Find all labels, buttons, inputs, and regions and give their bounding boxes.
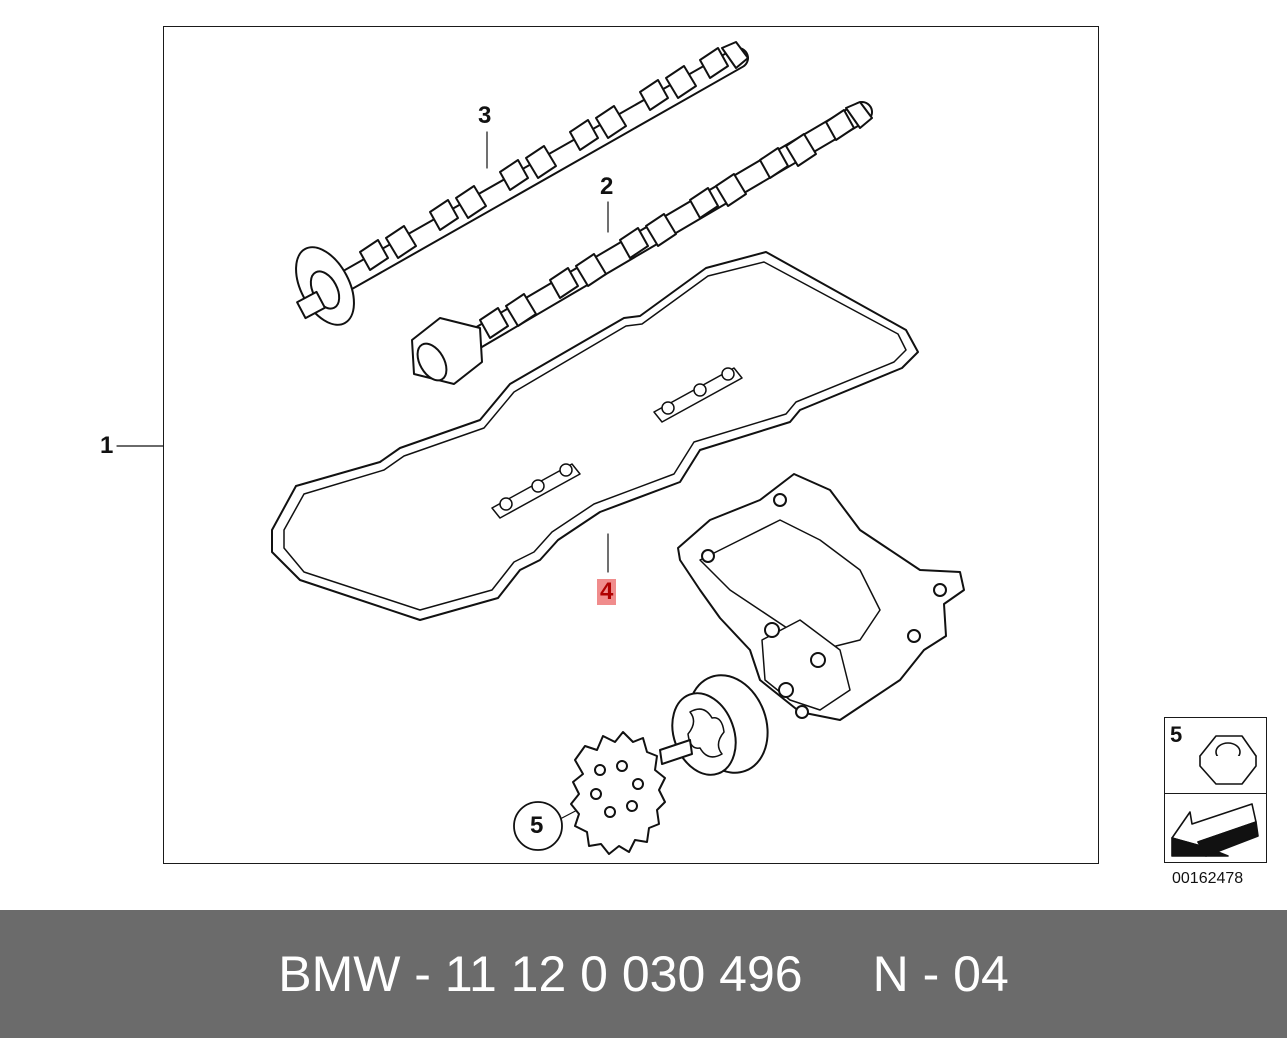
sprocket — [570, 731, 666, 855]
spark-plug-seals-rear — [653, 367, 743, 423]
callout-gasket: 4 — [597, 579, 617, 605]
callout-camshaft-intake: 3 — [478, 102, 492, 129]
legend-divider — [1165, 793, 1266, 794]
arrow-direction-icon — [1171, 803, 1259, 857]
oil-pump-housing — [677, 473, 965, 721]
camshaft-intake — [295, 41, 749, 326]
callout-assembly: 1 — [100, 432, 114, 459]
legend-box: 5 — [1164, 717, 1267, 863]
valve-cover-gasket — [271, 251, 919, 621]
footer-text: BMW - 11 12 0 030 496 N - 04 — [0, 910, 1287, 1038]
footer-bar: BMW - 11 12 0 030 496 N - 04 — [0, 910, 1287, 1038]
footer-page-code: N - 04 — [872, 946, 1009, 1002]
camshaft-exhaust — [411, 101, 873, 385]
oil-pump-rotor — [659, 674, 769, 776]
legend-number: 5 — [1170, 722, 1183, 747]
callout-camshaft-exhaust: 2 — [600, 173, 614, 200]
footer-part-number: BMW - 11 12 0 030 496 — [278, 946, 803, 1002]
leader-lines — [116, 131, 609, 819]
callout-5-circle — [513, 801, 563, 851]
parts-illustration — [116, 41, 1259, 857]
diagram-frame — [163, 26, 1099, 864]
spark-plug-seals-front — [491, 463, 581, 519]
callout-sprocket: 5 — [530, 812, 544, 839]
image-id: 00162478 — [1172, 870, 1244, 887]
hex-nut-icon — [1199, 735, 1257, 785]
